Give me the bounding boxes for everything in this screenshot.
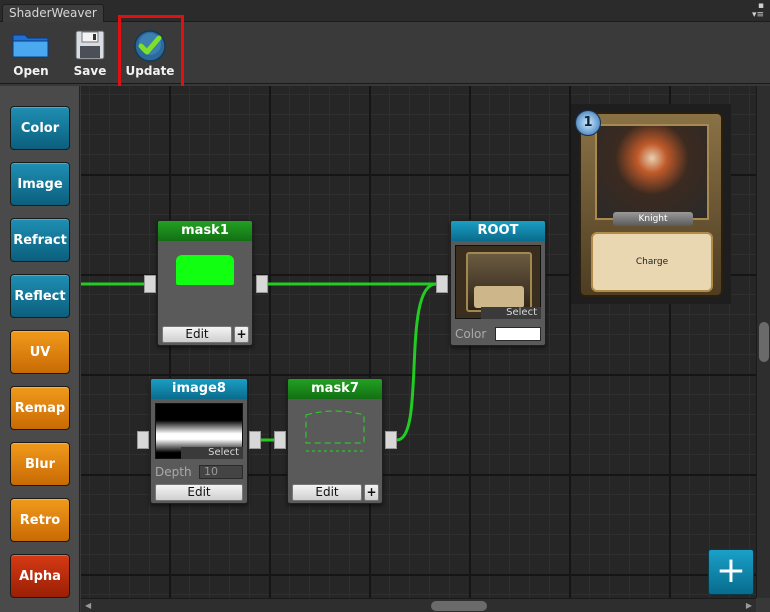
node-mask1-output-port[interactable] bbox=[256, 275, 268, 293]
add-node-button[interactable]: + bbox=[708, 549, 754, 595]
palette-retro-button[interactable]: Retro bbox=[10, 498, 70, 542]
node-image8-select-button[interactable]: Select bbox=[181, 447, 243, 459]
node-mask1[interactable]: mask1 Edit + bbox=[157, 220, 253, 346]
node-image8-depth-label: Depth bbox=[155, 465, 192, 479]
checkmark-icon bbox=[134, 30, 166, 62]
mask-shape bbox=[176, 255, 234, 285]
save-label: Save bbox=[73, 64, 107, 78]
palette-refract-button[interactable]: Refract bbox=[10, 218, 70, 262]
node-image8-edit-button[interactable]: Edit bbox=[155, 484, 243, 501]
palette-blur-button[interactable]: Blur bbox=[10, 442, 70, 486]
node-image8-title[interactable]: image8 bbox=[151, 379, 247, 399]
open-label: Open bbox=[13, 64, 49, 78]
node-mask7-add-button[interactable]: + bbox=[364, 484, 379, 501]
node-mask1-preview bbox=[162, 245, 248, 325]
palette-uv-button[interactable]: UV bbox=[10, 330, 70, 374]
save-button[interactable]: Save bbox=[65, 26, 115, 80]
update-label: Update bbox=[125, 64, 175, 78]
vertical-scrollbar-thumb[interactable] bbox=[759, 322, 769, 362]
connection-wires bbox=[81, 282, 437, 442]
update-button[interactable]: Update bbox=[125, 26, 175, 80]
node-image8-depth-field[interactable]: 10 bbox=[199, 465, 243, 479]
root-preview-textbox bbox=[474, 286, 524, 308]
horizontal-scrollbar[interactable]: ◀ ▶ bbox=[81, 598, 756, 612]
node-root[interactable]: ROOT Select Color bbox=[450, 220, 546, 346]
node-mask7-preview bbox=[292, 403, 378, 483]
card-art-image bbox=[595, 124, 709, 220]
open-button[interactable]: Open bbox=[6, 26, 56, 80]
node-canvas[interactable]: mask1 Edit + ROOT Select Color image8 Se… bbox=[81, 86, 756, 598]
node-image8-input-port[interactable] bbox=[137, 431, 149, 449]
window-menu-icon[interactable]: ▪▾≡ bbox=[751, 1, 764, 20]
window-tabbar: ShaderWeaver ▪▾≡ bbox=[0, 0, 770, 22]
floppy-disk-icon bbox=[75, 30, 105, 60]
node-mask1-edit-button[interactable]: Edit bbox=[162, 326, 232, 343]
node-palette: Color Image Refract Reflect UV Remap Blu… bbox=[0, 86, 80, 612]
node-root-select-button[interactable]: Select bbox=[481, 307, 541, 319]
node-mask7-edit-button[interactable]: Edit bbox=[292, 484, 362, 501]
node-mask7-input-port[interactable] bbox=[274, 431, 286, 449]
palette-alpha-button[interactable]: Alpha bbox=[10, 554, 70, 598]
scroll-right-arrow-icon[interactable]: ▶ bbox=[745, 601, 752, 610]
node-image8[interactable]: image8 Select Depth 10 Edit bbox=[150, 378, 248, 504]
palette-reflect-button[interactable]: Reflect bbox=[10, 274, 70, 318]
node-root-input-port[interactable] bbox=[436, 275, 448, 293]
mask7-outline bbox=[305, 410, 365, 452]
node-root-title[interactable]: ROOT bbox=[451, 221, 545, 241]
card-name: Knight bbox=[613, 212, 693, 226]
palette-image-button[interactable]: Image bbox=[10, 162, 70, 206]
palette-remap-button[interactable]: Remap bbox=[10, 386, 70, 430]
node-mask1-input-port[interactable] bbox=[144, 275, 156, 293]
node-mask7[interactable]: mask7 Edit + bbox=[287, 378, 383, 504]
card-text: Charge bbox=[591, 232, 713, 292]
window-tab[interactable]: ShaderWeaver bbox=[2, 4, 104, 22]
horizontal-scrollbar-thumb[interactable] bbox=[431, 601, 487, 611]
wire-mask7-to-root bbox=[396, 282, 437, 442]
card-cost-badge: 1 bbox=[575, 110, 601, 136]
node-image8-output-port[interactable] bbox=[249, 431, 261, 449]
node-mask1-title[interactable]: mask1 bbox=[158, 221, 252, 241]
toolbar: Open Save Update bbox=[0, 22, 770, 84]
folder-icon bbox=[12, 34, 49, 58]
scroll-left-arrow-icon[interactable]: ◀ bbox=[85, 601, 92, 610]
node-mask7-output-port[interactable] bbox=[385, 431, 397, 449]
card-preview: Knight Charge 1 bbox=[575, 110, 723, 297]
node-root-color-field[interactable] bbox=[495, 327, 541, 341]
node-root-color-label: Color bbox=[455, 327, 487, 341]
palette-color-button[interactable]: Color bbox=[10, 106, 70, 150]
vertical-scrollbar[interactable] bbox=[756, 86, 770, 598]
card-preview-panel: Knight Charge 1 bbox=[571, 104, 731, 304]
node-mask1-add-button[interactable]: + bbox=[234, 326, 249, 343]
node-mask7-title[interactable]: mask7 bbox=[288, 379, 382, 399]
